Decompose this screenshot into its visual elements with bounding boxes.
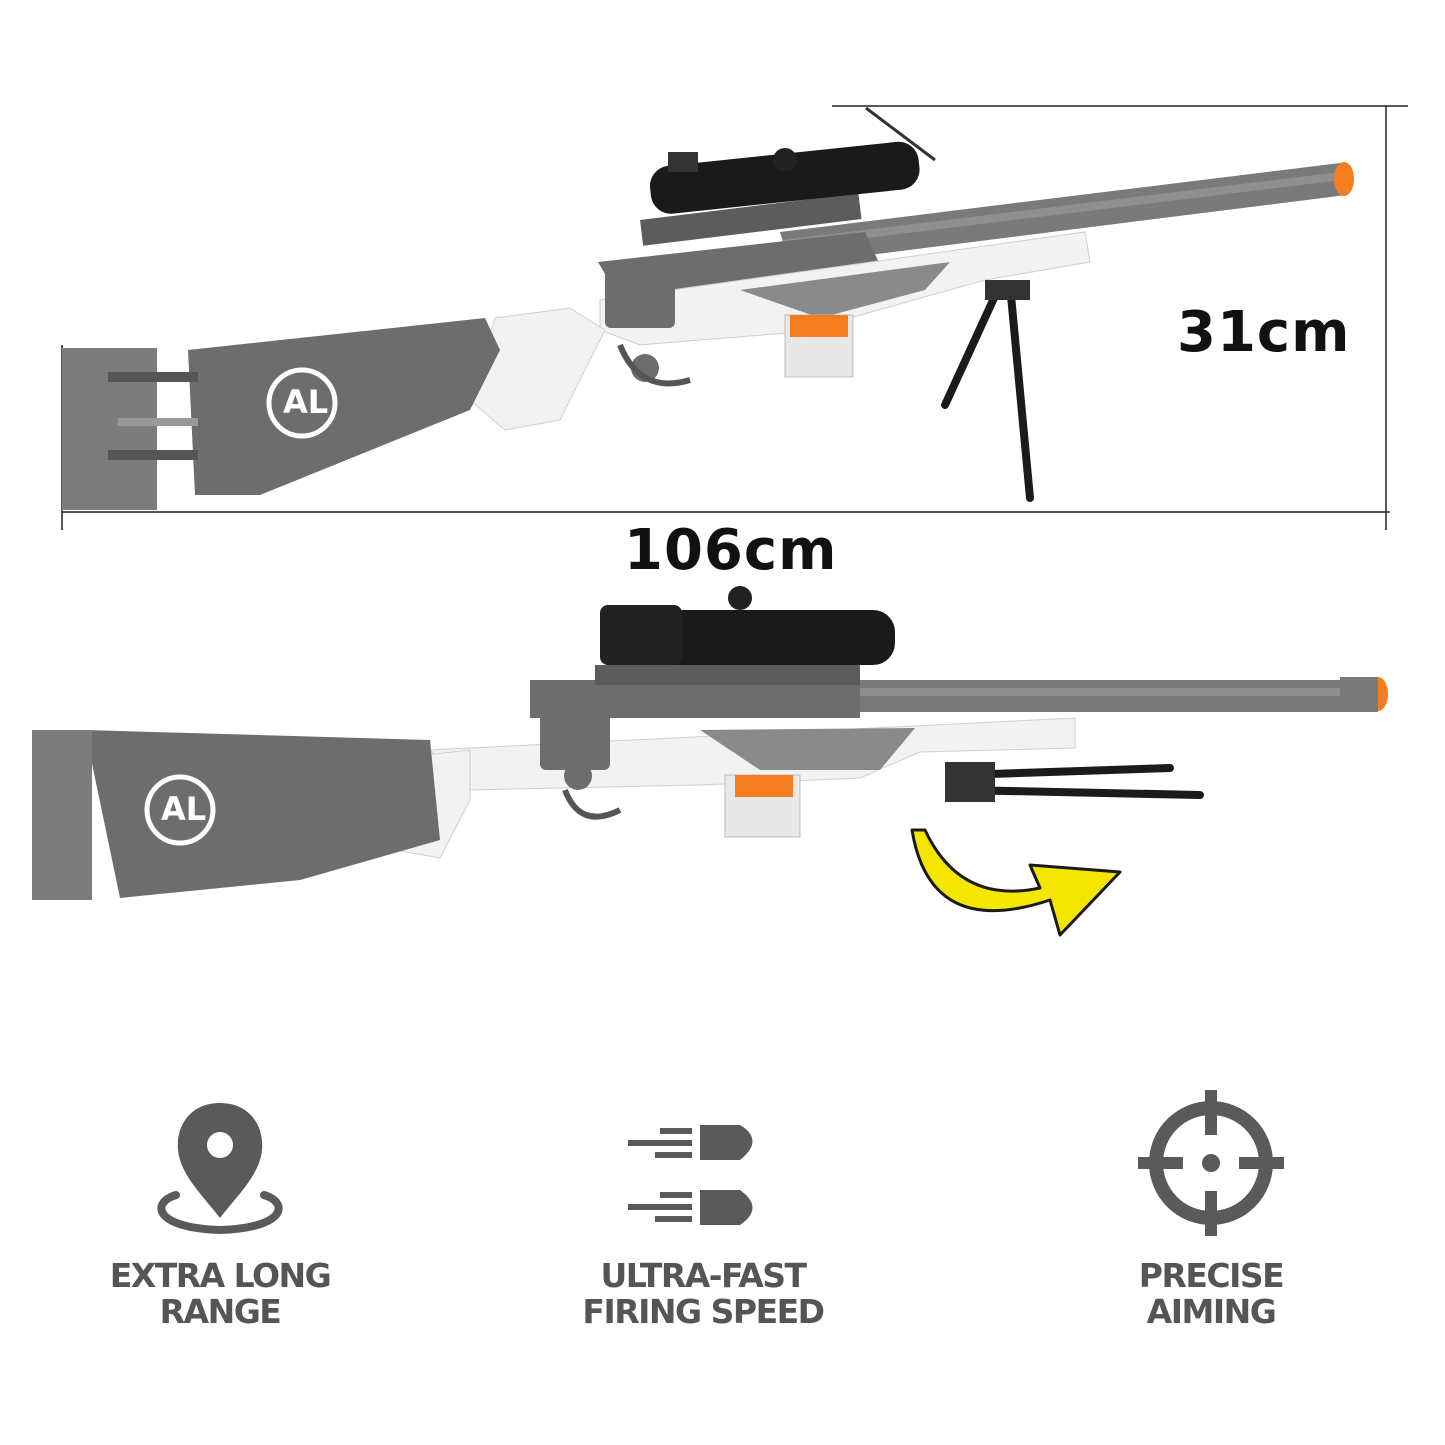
feature-label-line2: RANGE xyxy=(159,1292,282,1331)
fold-arrow-icon xyxy=(910,828,1122,937)
length-dimension-label: 106cm xyxy=(624,518,838,583)
feature-label-line1: PRECISE xyxy=(1138,1256,1285,1295)
height-dimension-label: 31cm xyxy=(1177,300,1351,365)
bullets-speed-icon xyxy=(628,1125,753,1225)
feature-precise-aiming: PRECISE AIMING xyxy=(1061,1258,1361,1330)
feature-extra-long-range: EXTRA LONG RANGE xyxy=(70,1258,370,1330)
brand-logo: AL xyxy=(283,383,329,421)
feature-label-line1: ULTRA-FAST xyxy=(600,1256,807,1295)
brand-logo-compact: AL xyxy=(161,790,207,828)
rifle-compact xyxy=(32,586,1388,900)
feature-label-line1: EXTRA LONG xyxy=(109,1256,332,1295)
location-pin-icon xyxy=(157,1103,283,1235)
feature-label-line2: AIMING xyxy=(1146,1292,1277,1331)
crosshair-icon xyxy=(1138,1090,1284,1236)
feature-ultra-fast-firing: ULTRA-FAST FIRING SPEED xyxy=(553,1258,853,1330)
rifle-extended xyxy=(62,106,1354,510)
feature-label-line2: FIRING SPEED xyxy=(582,1292,825,1331)
